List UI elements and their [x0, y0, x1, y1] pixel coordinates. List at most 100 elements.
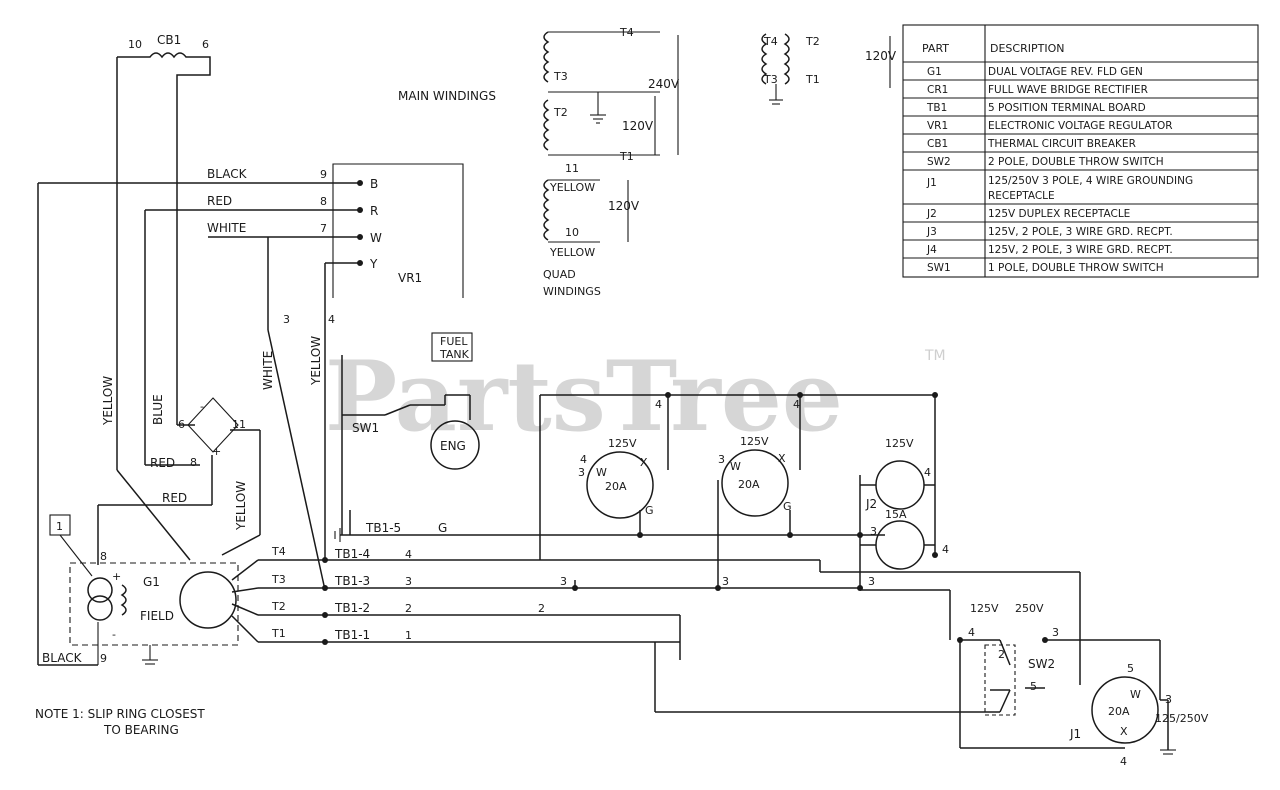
quad-windings: 11 YELLOW 10 YELLOW 120V QUAD WINDINGS	[543, 162, 640, 298]
j4-wire-3: 3	[578, 466, 585, 479]
voltage-regulator-vr1: B R W Y VR1 BLACK RED WHITE 9 8 7	[38, 163, 464, 298]
cr1-plus: +	[212, 445, 221, 458]
j3-terminal-g: G	[783, 500, 792, 513]
label-g1-minus: -	[112, 628, 116, 641]
table-desc: 1 POLE, DOUBLE THROW SWITCH	[988, 262, 1164, 274]
label-bus-4c: 4	[942, 543, 949, 556]
parts-table: PART DESCRIPTION G1 DUAL VOLTAGE REV. FL…	[902, 24, 1259, 278]
watermark-tm: TM	[924, 348, 946, 364]
label-t1: T1	[619, 150, 634, 163]
label-tb1-2: TB1-2	[334, 601, 370, 615]
j1-amperage: 20A	[1108, 705, 1130, 718]
label-t3-lead: T3	[271, 573, 286, 586]
j1-terminal-x: X	[1120, 725, 1128, 738]
label-t1-lead: T1	[271, 627, 286, 640]
label-t4: T4	[619, 26, 634, 39]
table-part: G1	[927, 66, 942, 78]
label-sw1: SW1	[352, 421, 379, 435]
label-cb1: CB1	[157, 33, 181, 47]
table-desc: 125/250V 3 POLE, 4 WIRE GROUNDING	[988, 175, 1193, 187]
label-white-wire: WHITE	[207, 221, 246, 235]
circuit-breaker-cb1: 10 CB1 6	[116, 33, 211, 470]
label-red-wire: RED	[207, 194, 232, 208]
label-g-wire: G	[438, 521, 447, 535]
receptacle-j4: 125V 20A W X G 3 4	[578, 437, 654, 519]
generator-g1: FIELD G1 1 8 9 + -	[49, 514, 239, 665]
vr1-terminal-b: B	[370, 177, 378, 191]
bridge-rectifier-cr1: - + 6 8 11	[178, 397, 246, 469]
label-quad: QUAD	[543, 268, 576, 281]
label-tb1-3: TB1-3	[334, 574, 370, 588]
j2-amperage: 15A	[885, 508, 907, 521]
table-part: CR1	[927, 84, 948, 96]
label-tb1-4: TB1-4	[334, 547, 370, 561]
label-t3-small: T3	[763, 73, 778, 86]
label-wire-2-mid: 2	[538, 602, 545, 615]
table-header-description: DESCRIPTION	[990, 42, 1064, 55]
label-wire-2-tb: 2	[405, 602, 412, 615]
j2-wire-4: 4	[924, 466, 931, 479]
receptacle-bus: 4 4 3 3 4	[539, 392, 1176, 755]
j4-terminal-w: W	[596, 466, 607, 479]
label-eng: ENG	[440, 439, 466, 453]
label-bus-4a: 4	[655, 398, 662, 411]
main-windings: MAIN WINDINGS T4 T3 T2 T1 240V 120V	[398, 26, 680, 163]
label-wire-1-tb: 1	[405, 629, 412, 642]
label-yellow-bottom: YELLOW	[549, 246, 595, 259]
label-tank: TANK	[439, 348, 470, 361]
table-part: J1	[926, 177, 937, 189]
label-wire-4-tb: 4	[405, 548, 412, 561]
wires-left: YELLOW BLUE WHITE YELLOW YELLOW 3 4 RED …	[37, 183, 335, 666]
engine-circuit: FUEL TANK ENG SW1	[341, 332, 480, 535]
table-part: CB1	[927, 138, 948, 150]
label-120v-quad: 120V	[608, 199, 640, 213]
j1-wire-4: 4	[1120, 755, 1127, 768]
sw2-wire-3: 3	[1052, 626, 1059, 639]
label-120v-small: 120V	[865, 49, 897, 63]
vr1-terminal-r: R	[370, 204, 378, 218]
table-desc: 125V, 2 POLE, 3 WIRE GRD. RECPT.	[988, 226, 1173, 238]
main-windings-label: MAIN WINDINGS	[398, 89, 496, 103]
label-t2: T2	[553, 106, 568, 119]
label-240v: 240V	[648, 77, 680, 91]
j1-terminal-w: W	[1130, 688, 1141, 701]
label-g1-8: 8	[100, 550, 107, 563]
label-wire-9: 9	[320, 168, 327, 181]
table-part: SW1	[927, 262, 951, 274]
table-desc: THERMAL CIRCUIT BREAKER	[987, 138, 1136, 150]
table-desc: 2 POLE, DOUBLE THROW SWITCH	[988, 156, 1164, 168]
note-line-2: TO BEARING	[103, 723, 179, 737]
label-wire-7: 7	[320, 222, 327, 235]
label-g1: G1	[143, 575, 160, 589]
table-part: TB1	[926, 102, 947, 114]
table-desc: 5 POSITION TERMINAL BOARD	[988, 102, 1146, 114]
label-tb1-5: TB1-5	[365, 521, 401, 535]
terminal-board-tb1: T4 T3 T2 T1 TB1-5 TB1-4 TB1-3 TB1-2 TB1-…	[231, 521, 860, 645]
vr1-terminal-w: W	[370, 231, 382, 245]
table-desc: ELECTRONIC VOLTAGE REGULATOR	[988, 120, 1173, 132]
label-yellow-vr: YELLOW	[309, 336, 323, 386]
label-blue: BLUE	[151, 394, 165, 425]
switch-sw2: 125V 250V SW2 4 3 2 5	[960, 602, 1059, 716]
j4-voltage: 125V	[608, 437, 637, 450]
sw2-wire-5: 5	[1030, 680, 1037, 693]
label-vr1: VR1	[398, 271, 422, 285]
j1-wire-5: 5	[1127, 662, 1134, 675]
vr1-terminal-y: Y	[369, 257, 378, 271]
j3-terminal-w: W	[730, 460, 741, 473]
label-t4-lead: T4	[271, 545, 286, 558]
label-wire-3-tb: 3	[405, 575, 412, 588]
sw2-250v: 250V	[1015, 602, 1044, 615]
label-t2-lead: T2	[271, 600, 286, 613]
label-cb1-10: 10	[128, 38, 142, 51]
cr1-minus: -	[200, 400, 204, 413]
j4-terminal-g: G	[645, 504, 654, 517]
j4-wire-4: 4	[580, 453, 587, 466]
label-wire-8: 8	[320, 195, 327, 208]
j3-voltage: 125V	[740, 435, 769, 448]
label-red-cr1: RED	[150, 456, 175, 470]
table-desc: FULL WAVE BRIDGE RECTIFIER	[988, 84, 1148, 96]
label-black-wire: BLACK	[207, 167, 248, 181]
j3-wire-3: 3	[718, 453, 725, 466]
